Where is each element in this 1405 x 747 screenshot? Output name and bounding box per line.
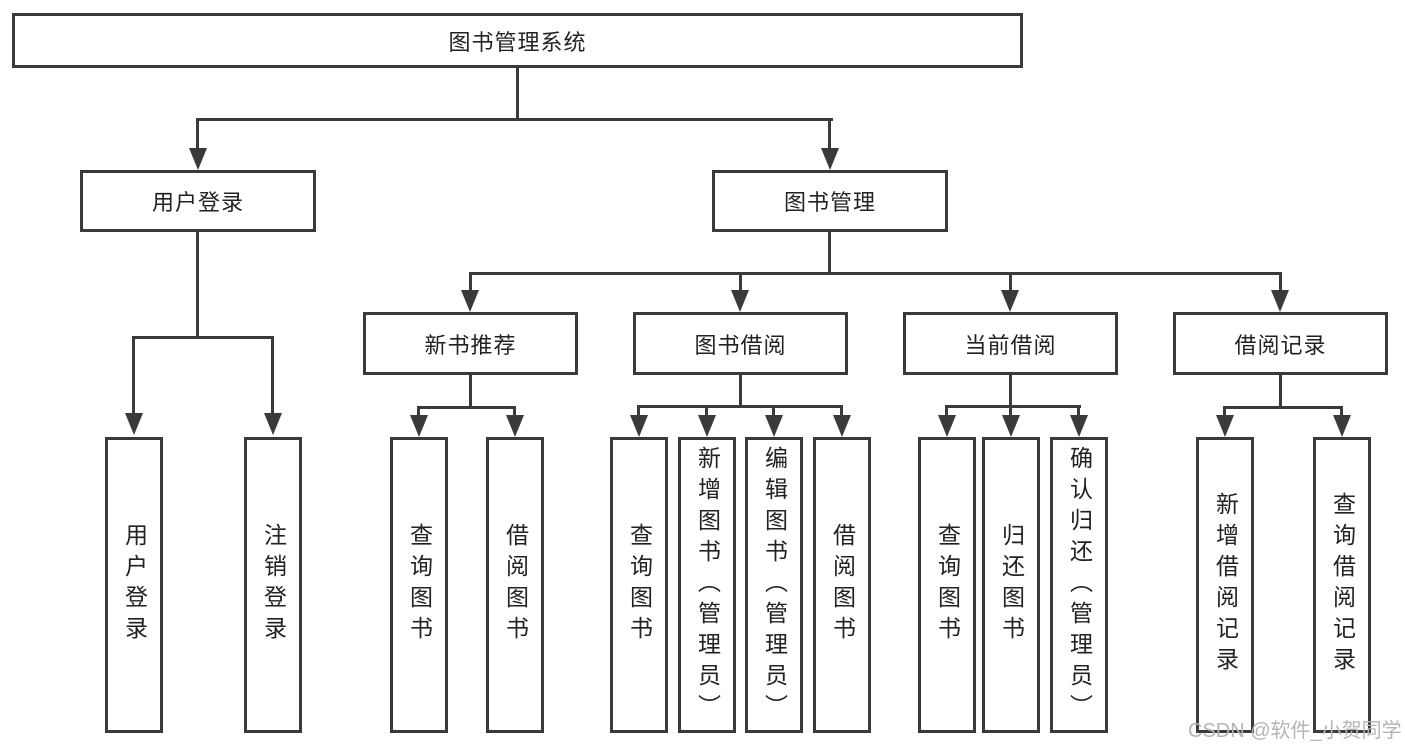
leaf-query-books-recommend: 查询图书 [390,437,448,733]
arrow-down-icon [1002,415,1020,437]
node-current-borrow: 当前借阅 [903,312,1118,375]
arrow-down-icon [938,415,956,437]
connector-line [417,406,516,409]
connector-line [772,405,775,417]
connector-line [132,336,274,339]
connector-line [1279,272,1282,292]
arrow-down-icon [698,415,716,437]
connector-line [196,232,199,336]
arrow-down-icon [506,415,524,437]
node-book-borrow: 图书借阅 [633,312,848,375]
connector-line [840,405,843,417]
arrow-down-icon [1271,290,1289,312]
connector-line [513,406,516,417]
arrow-down-icon [461,290,479,312]
connector-line [1279,375,1282,406]
connector-line [705,405,708,417]
leaf-borrow-books: 借阅图书 [813,437,871,733]
connector-line [196,118,199,151]
connector-line [469,272,472,292]
leaf-add-book-admin: 新增图书（管理员） [678,437,736,733]
connector-line [196,118,833,121]
leaf-user-login: 用户登录 [105,437,163,733]
leaf-query-borrow-record: 查询借阅记录 [1313,437,1371,733]
connector-line [637,405,640,417]
csdn-watermark: CSDN @软件_小贺同学 [1188,720,1402,742]
connector-line [828,118,831,151]
connector-line [469,375,472,406]
connector-line [637,405,843,408]
arrow-down-icon [410,415,428,437]
connector-line [1009,375,1012,405]
node-borrow-records: 借阅记录 [1173,312,1388,375]
arrow-down-icon [125,413,143,435]
arrow-down-icon [1333,415,1351,437]
node-book-management: 图书管理 [712,170,948,232]
arrow-down-icon [821,148,839,170]
leaf-return-book: 归还图书 [982,437,1040,733]
arrow-down-icon [833,415,851,437]
connector-line [271,336,274,417]
arrow-down-icon [630,415,648,437]
node-new-book-recommend: 新书推荐 [363,312,578,375]
leaf-query-books-borrow: 查询图书 [610,437,668,733]
leaf-confirm-return-admin: 确认归还（管理员） [1050,437,1108,733]
connector-line [516,68,519,118]
arrow-down-icon [731,290,749,312]
arrow-down-icon [264,413,282,435]
leaf-query-books-current: 查询图书 [918,437,976,733]
connector-line [1009,405,1012,417]
connector-line [828,232,831,272]
arrow-down-icon [189,148,207,170]
connector-line [1077,405,1080,417]
connector-line [1340,406,1343,417]
connector-line [1223,406,1343,409]
connector-line [469,272,1282,275]
node-root-library-system: 图书管理系统 [12,13,1023,68]
arrow-down-icon [1001,290,1019,312]
connector-line [739,375,742,405]
arrow-down-icon [1216,415,1234,437]
arrow-down-icon [1070,415,1088,437]
leaf-borrow-books-recommend: 借阅图书 [486,437,544,733]
leaf-logout: 注销登录 [244,437,302,733]
node-user-login: 用户登录 [80,170,316,232]
leaf-edit-book-admin: 编辑图书（管理员） [745,437,803,733]
arrow-down-icon [765,415,783,437]
connector-line [945,405,1081,408]
connector-line [1223,406,1226,417]
connector-line [945,405,948,417]
leaf-add-borrow-record: 新增借阅记录 [1196,437,1254,733]
connector-line [739,272,742,292]
connector-line [132,336,135,417]
connector-line [417,406,420,417]
connector-line [1009,272,1012,292]
